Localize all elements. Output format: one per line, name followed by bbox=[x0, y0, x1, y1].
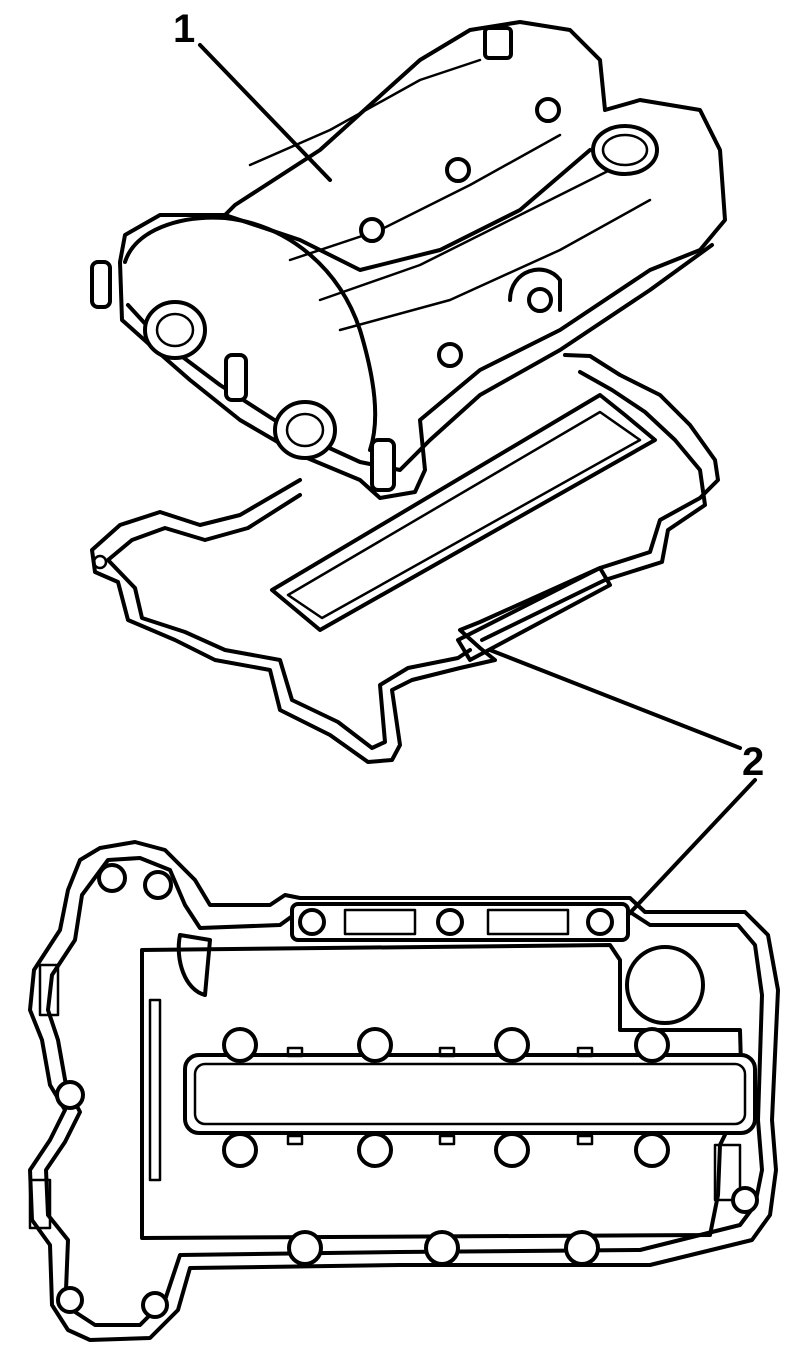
cam-plug-left bbox=[143, 300, 207, 360]
bolt-row-middle bbox=[222, 1132, 670, 1168]
valve-cover-perspective bbox=[90, 20, 727, 500]
gasket-inner-loop bbox=[106, 493, 472, 750]
callout-1: 1 bbox=[173, 7, 332, 182]
bolt-hole bbox=[564, 1230, 600, 1266]
gasket-inner-loop-right bbox=[480, 370, 707, 642]
bolt-hole bbox=[222, 1132, 258, 1168]
bottom-view-left-cap-1 bbox=[38, 963, 60, 1017]
rib-tab bbox=[576, 1046, 594, 1058]
breather-nipple bbox=[483, 26, 513, 60]
mount-hole bbox=[298, 908, 326, 936]
valve-cover-rib-3 bbox=[318, 168, 612, 302]
gasket-perspective bbox=[90, 353, 720, 764]
rib-tab bbox=[286, 1046, 304, 1058]
oil-filler-neck-inner bbox=[601, 133, 649, 167]
flange-mount-holes bbox=[55, 863, 759, 1319]
valve-cover-rib-4 bbox=[338, 198, 652, 332]
callout-label-1: 1 bbox=[173, 7, 195, 51]
gasket-lower-seal bbox=[456, 566, 612, 662]
bottom-view-left-baffle bbox=[176, 933, 212, 997]
top-bolt-2 bbox=[445, 157, 471, 183]
callout-2: 2 bbox=[488, 648, 764, 917]
gasket-center-seal-outer bbox=[270, 393, 657, 632]
bolt-hole bbox=[357, 1027, 393, 1063]
bolt-hole bbox=[634, 1132, 670, 1168]
rib-tab bbox=[286, 1134, 304, 1146]
valve-cover-top-ridge bbox=[223, 148, 592, 272]
mount-hole bbox=[97, 863, 127, 893]
mount-hole bbox=[56, 1286, 84, 1314]
side-bolt-1 bbox=[527, 287, 553, 313]
mount-hole bbox=[55, 1080, 85, 1110]
gasket-hole bbox=[92, 554, 108, 570]
bottom-view-left-rib bbox=[148, 998, 162, 1182]
bolt-hole bbox=[287, 1230, 323, 1266]
boss-1 bbox=[90, 260, 112, 309]
mount-hole bbox=[731, 1186, 759, 1214]
bolt-hole bbox=[634, 1027, 670, 1063]
rib-tab bbox=[438, 1134, 456, 1146]
bolt-row-top bbox=[222, 1027, 670, 1063]
mount-hole bbox=[143, 870, 173, 900]
cam-plug-left-inner bbox=[155, 312, 195, 348]
top-bolt-3 bbox=[359, 217, 385, 243]
leader-line-1 bbox=[198, 43, 332, 182]
bolt-row-bottom bbox=[287, 1230, 600, 1266]
mount-hole bbox=[586, 908, 614, 936]
bolt-hole bbox=[494, 1132, 530, 1168]
bottom-view-left-cap-2 bbox=[28, 1178, 52, 1230]
gasket-center-seal-inner bbox=[286, 410, 642, 620]
valve-cover-rib-1 bbox=[248, 58, 482, 167]
bolt-hole bbox=[424, 1230, 460, 1266]
rib-tabs bbox=[286, 1046, 594, 1146]
cam-plug-right-inner bbox=[285, 412, 325, 448]
valve-cover-flange bbox=[126, 243, 714, 472]
top-rib-slot-1 bbox=[343, 908, 417, 936]
top-rib-slot-2 bbox=[486, 908, 570, 936]
leader-line-2a bbox=[488, 648, 742, 750]
bottom-view-center-seal bbox=[183, 1053, 757, 1135]
bolt-hole bbox=[222, 1027, 258, 1063]
valve-cover-rib-2 bbox=[288, 133, 562, 262]
boss-3 bbox=[370, 438, 396, 492]
mount-hole bbox=[141, 1291, 169, 1319]
top-bolt-1 bbox=[535, 97, 561, 123]
callout-label-2: 2 bbox=[742, 740, 764, 784]
oil-filler-neck bbox=[591, 124, 659, 176]
rib-tab bbox=[438, 1046, 456, 1058]
leader-line-2b bbox=[626, 778, 757, 917]
boss-2 bbox=[224, 353, 248, 402]
cam-plug-right bbox=[273, 400, 337, 460]
rib-tab bbox=[576, 1134, 594, 1146]
bottom-view-oil-filler bbox=[625, 945, 705, 1025]
valve-cover-bottom-view bbox=[28, 840, 780, 1342]
mount-hole bbox=[436, 908, 464, 936]
valve-cover-outline bbox=[118, 20, 727, 500]
bolt-hole bbox=[494, 1027, 530, 1063]
bolt-pocket bbox=[508, 267, 562, 312]
side-bolt-2 bbox=[437, 342, 463, 368]
bolt-hole bbox=[357, 1132, 393, 1168]
bottom-view-center-seal-inner bbox=[193, 1062, 747, 1126]
valve-cover-end-cap bbox=[123, 215, 378, 452]
